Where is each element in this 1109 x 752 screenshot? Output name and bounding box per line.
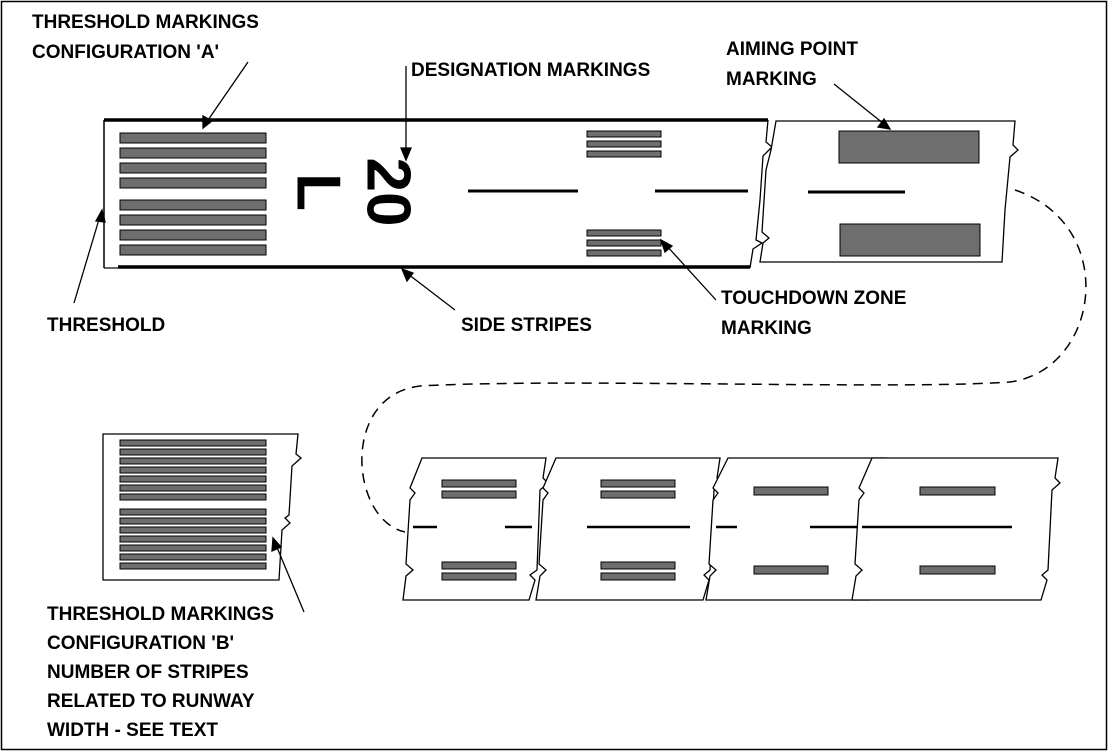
touchdown-bar [919, 565, 996, 575]
label-designation-markings: DESIGNATION MARKINGS [411, 60, 650, 81]
label-side-stripes: SIDE STRIPES [461, 315, 592, 336]
label-threshold-b-line3: NUMBER OF STRIPES [47, 662, 249, 683]
designation-number: 20 [354, 158, 423, 227]
label-threshold-b-line4: RELATED TO RUNWAY [47, 691, 255, 712]
runway-main-segment: 20 L [103, 118, 773, 269]
threshold-markings-config-b [119, 439, 267, 570]
touchdown-bar [600, 572, 676, 581]
runway-segment-4 [851, 457, 1061, 601]
label-aiming-point-line2: MARKING [726, 69, 817, 90]
touchdown-bar [753, 565, 829, 575]
label-touchdown-line2: MARKING [721, 318, 812, 339]
segment-outline [851, 457, 1061, 601]
label-threshold-b-line2: CONFIGURATION 'B' [47, 633, 234, 654]
runway-segment-2 [535, 457, 723, 601]
touchdown-bar [919, 486, 996, 496]
touchdown-bar [600, 479, 676, 488]
touchdown-bar [600, 490, 676, 499]
label-threshold-a-line1: THRESHOLD MARKINGS [32, 12, 259, 33]
aiming-point-marking [838, 130, 980, 164]
touchdown-bar [441, 572, 517, 581]
designation-letter: L [284, 173, 353, 211]
aiming-point-marking [839, 223, 981, 257]
touchdown-bar [600, 561, 676, 570]
label-threshold: THRESHOLD [47, 315, 165, 336]
label-touchdown-line1: TOUCHDOWN ZONE [721, 288, 906, 309]
threshold-markings-config-a [119, 132, 267, 256]
label-threshold-a-line2: CONFIGURATION 'A' [32, 42, 219, 63]
continuation-dashed-curve [361, 189, 1087, 533]
runway-aiming-point-segment [759, 120, 1019, 263]
touchdown-bar [753, 486, 829, 496]
touchdown-bar [441, 561, 517, 570]
label-threshold-b-line1: THRESHOLD MARKINGS [47, 604, 274, 625]
touchdown-bar [441, 479, 517, 488]
runway-config-b-segment [102, 433, 303, 581]
runway-segment-1 [402, 457, 549, 601]
leader-lines [73, 61, 892, 613]
touchdown-zone-marking [586, 130, 662, 257]
label-aiming-point-line1: AIMING POINT [726, 39, 858, 60]
touchdown-bar [441, 490, 517, 499]
label-threshold-b-line5: WIDTH - SEE TEXT [47, 720, 218, 741]
runway-break-line [749, 119, 773, 269]
